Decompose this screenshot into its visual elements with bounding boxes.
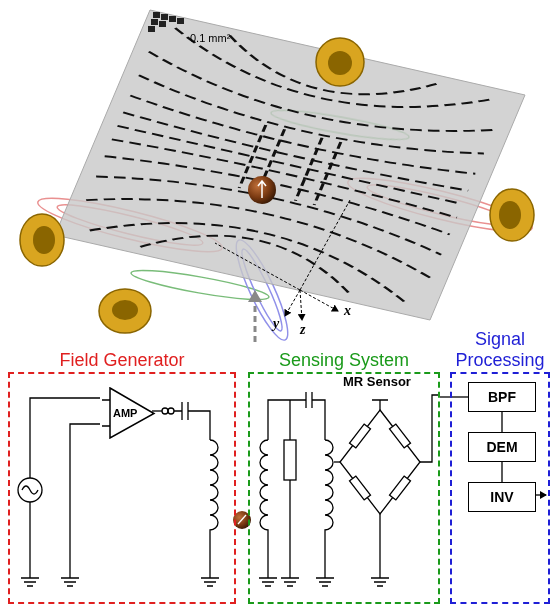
dashed-group: Field GeneratorAMP [8,372,236,604]
box-label: INV [490,489,513,505]
axis-label: z [300,322,305,338]
coil-rings [20,38,534,333]
group-title: Signal Processing [452,329,548,371]
process-box: BPF [468,382,536,412]
magnetic-bead [248,176,276,204]
dashed-group: Sensing System [248,372,440,604]
box-label: BPF [488,389,516,405]
sensor-label: MR Sensor [343,374,411,390]
group-title: Field Generator [10,350,234,371]
amp-label: AMP [113,406,137,420]
sample-arrow [254,298,257,342]
scale-label: 0.1 mm² [190,30,230,46]
process-box: INV [468,482,536,512]
process-box: DEM [468,432,536,462]
field-lines [73,20,507,310]
box-label: DEM [486,439,517,455]
axis-label: x [344,303,351,319]
signal-wire [502,412,503,432]
sensing-circuit [259,392,440,586]
signal-wire [440,397,468,398]
axis-label: y [273,316,279,332]
sensor-plane [55,10,525,320]
amplifier-triangle: AMP [102,387,156,439]
group-title: Sensing System [250,350,438,371]
dashed-group: Signal ProcessingBPFDEMINV [450,372,550,604]
signal-wire [502,462,503,482]
pixel-grid [148,12,184,32]
axes [215,200,350,320]
